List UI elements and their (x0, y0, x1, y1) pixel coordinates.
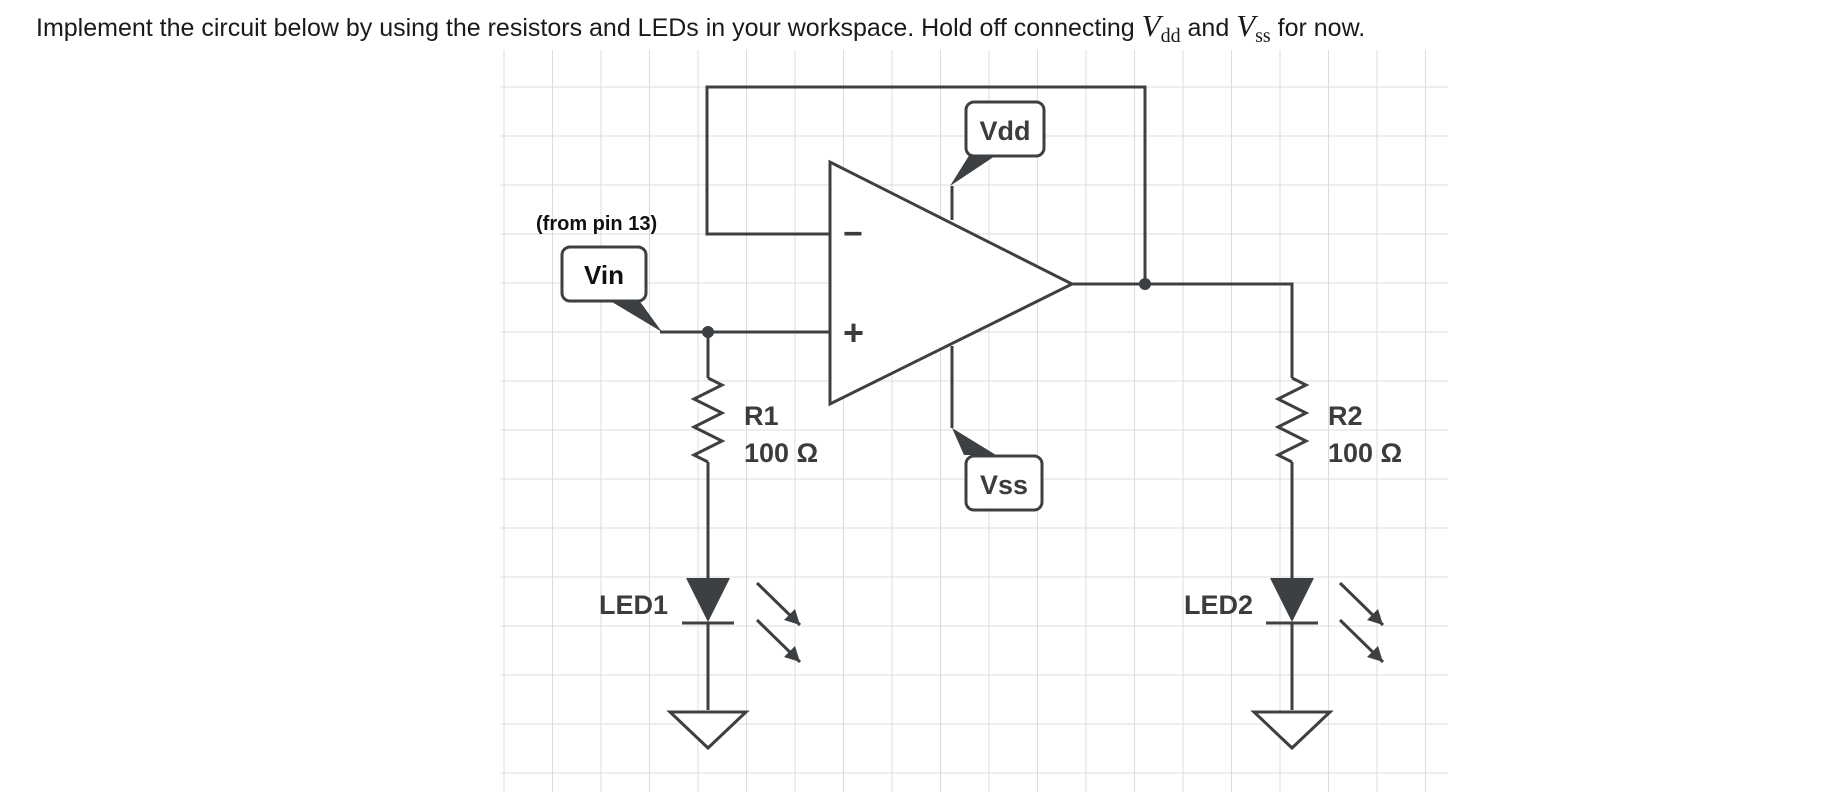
r2-resistor (1274, 376, 1310, 464)
vss-label: Vss (980, 470, 1028, 500)
vin-label: Vin (584, 260, 624, 290)
vin-label-box (560, 245, 648, 303)
led1-label: LED1 (599, 590, 668, 620)
led1-arrowhead-bottom (784, 646, 800, 662)
led2-diode-triangle (1270, 578, 1314, 622)
r1-name: R1 (744, 401, 779, 431)
instruction-before: Implement the circuit below by using the… (36, 14, 1142, 42)
led1-arrowhead-top (784, 609, 800, 625)
led1-diode-triangle (686, 578, 730, 622)
r2-value: 100 Ω (1328, 438, 1402, 468)
output-junction-dot (1139, 278, 1151, 290)
r2-name: R2 (1328, 401, 1363, 431)
ground-symbol-right (1250, 710, 1334, 751)
vss-pointer (952, 428, 996, 455)
ground-symbol-left (666, 710, 750, 751)
vin-pointer (602, 296, 662, 332)
led2-arrowhead-bottom (1367, 646, 1383, 662)
vdd-label: Vdd (980, 116, 1031, 146)
r1-resistor (690, 376, 726, 464)
opamp-plus-sign: + (843, 312, 864, 353)
instruction-text: Implement the circuit below by using the… (36, 8, 1826, 54)
output-wire (1072, 282, 1294, 378)
vdd-pointer (950, 154, 998, 186)
r1-value: 100 Ω (744, 438, 818, 468)
instruction-after: for now. (1270, 14, 1366, 42)
vss-label-box (964, 454, 1044, 512)
opamp-body (828, 159, 1076, 407)
led2-arrowhead-top (1367, 609, 1383, 625)
instruction-middle: and (1180, 14, 1237, 42)
vdd-label-box (964, 100, 1046, 158)
input-junction-dot (702, 326, 714, 338)
vss-symbol: Vss (1236, 8, 1271, 47)
opamp-minus-sign: − (843, 215, 863, 253)
led2-label: LED2 (1184, 590, 1253, 620)
vin-note: (from pin 13) (536, 213, 657, 235)
vdd-symbol: Vdd (1141, 8, 1181, 47)
feedback-wire (705, 85, 1147, 284)
